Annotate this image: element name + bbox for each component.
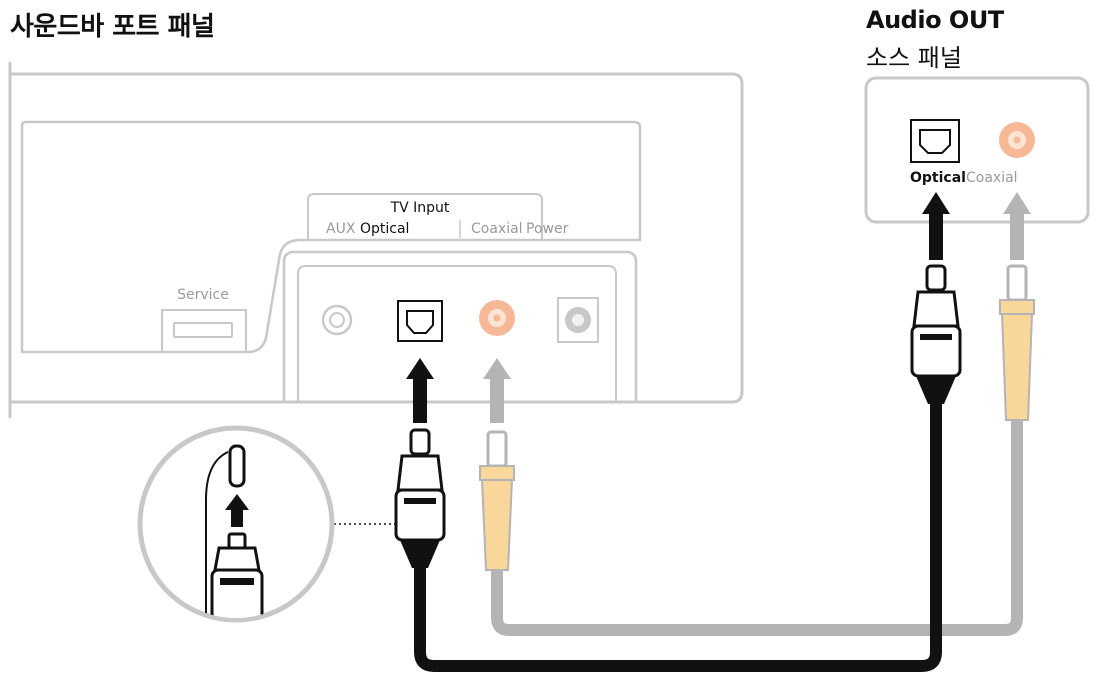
- coaxial-plug-source: [999, 264, 1035, 421]
- coaxial-label: Coaxial: [471, 221, 523, 237]
- service-port: Service: [161, 287, 247, 353]
- service-label: Service: [177, 287, 229, 303]
- optical-port: [397, 300, 443, 342]
- optical-plug-source: [910, 264, 962, 404]
- power-label: Power: [526, 221, 569, 237]
- detail-callout: [137, 425, 396, 623]
- coaxial-plug-soundbar: [479, 430, 515, 571]
- optical-label: Optical: [360, 221, 409, 237]
- aux-label: AUX: [326, 221, 356, 237]
- tv-input-label: TV Input: [390, 200, 450, 216]
- source-coaxial-port: [999, 122, 1035, 158]
- optical-cable: [414, 394, 942, 672]
- source-optical-label: Optical: [910, 170, 966, 186]
- aux-port: [321, 304, 353, 336]
- source-coaxial-arrow: [1003, 192, 1031, 260]
- port-bay: [282, 250, 638, 402]
- coaxial-cable: [491, 414, 1023, 636]
- optical-plug-soundbar: [394, 428, 446, 568]
- soundbar-body: [8, 62, 744, 418]
- source-optical-arrow: [922, 192, 950, 260]
- source-optical-port: [910, 119, 960, 163]
- inner-panel-outline: [20, 120, 642, 354]
- power-port: [557, 297, 599, 343]
- source-coaxial-label: Coaxial: [966, 170, 1018, 186]
- audio-out-title: Audio OUT: [866, 6, 1004, 34]
- coaxial-port: [479, 300, 515, 336]
- source-panel-outline: [864, 76, 1090, 224]
- source-panel-subtitle: 소스 패널: [866, 44, 962, 72]
- optical-insert-arrow: [406, 358, 434, 423]
- soundbar-panel-title: 사운드바 포트 패널: [10, 12, 215, 42]
- coaxial-insert-arrow: [483, 358, 511, 423]
- tv-input-tab: [307, 193, 543, 240]
